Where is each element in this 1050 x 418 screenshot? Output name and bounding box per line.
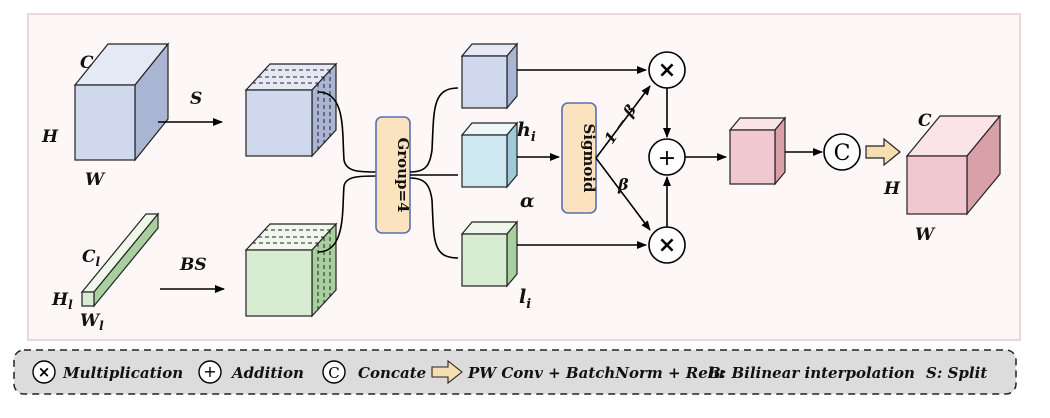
label-h-out: H [883, 179, 901, 199]
label-alpha: α [520, 190, 535, 212]
legend-add-icon [198, 360, 222, 384]
diagram-panel [27, 13, 1021, 341]
label-s: S [190, 89, 202, 109]
legend-box [13, 349, 1017, 395]
distribute-curves [409, 87, 459, 259]
legend-pw-conv: PW Conv + BatchNorm + Relu [467, 364, 725, 382]
arrow-one-minus-beta [595, 85, 651, 159]
legend-multiply-symbol: × [38, 363, 51, 381]
split-lines-blue [252, 69, 331, 149]
multiply-symbol-bottom: × [658, 233, 676, 258]
label-c-out: C [918, 111, 932, 131]
arrow-beta [595, 157, 651, 231]
fused-cube [728, 116, 787, 186]
legend-multiply-icon [32, 360, 56, 384]
label-w-l: Wl [80, 311, 104, 333]
concat-node [823, 133, 861, 171]
legend-concat-symbol: C [328, 364, 339, 382]
pw-conv-arrow [865, 137, 901, 167]
legend-pw-conv-arrow [431, 359, 463, 385]
legend-split: S: Split [926, 364, 987, 382]
merge-curves [317, 91, 377, 253]
cube-alpha [460, 121, 519, 189]
label-h-l: Hl [51, 290, 73, 312]
label-c-l: Cl [82, 247, 101, 269]
label-beta: β [617, 175, 629, 194]
input-block-blue [73, 42, 170, 162]
concat-symbol: C [834, 141, 851, 166]
label-h-top: H [41, 127, 59, 147]
cube-h-i [460, 42, 519, 110]
add-symbol: + [658, 146, 676, 171]
cube-l-i [460, 220, 519, 288]
multiply-symbol-top: × [658, 58, 676, 83]
split-lines-green [252, 229, 331, 309]
label-w-top: W [85, 170, 106, 190]
label-bs: BS [179, 255, 207, 275]
split-block-green [244, 222, 338, 318]
legend-addition: Addition [230, 364, 304, 382]
label-w-out: W [915, 225, 936, 245]
label-c-top: C [80, 53, 94, 73]
legend-concate: Concate [358, 364, 426, 382]
legend-add-symbol: + [203, 362, 216, 381]
split-block-blue [244, 62, 338, 158]
input-block-green [80, 212, 160, 308]
legend-bilinear: B: Bilinear interpolation [707, 364, 915, 382]
sigmoid-label: Sigmoid [580, 123, 598, 193]
output-block [905, 114, 1002, 216]
label-l-i: li [519, 286, 531, 312]
legend-multiplication: Multiplication [62, 364, 183, 382]
label-h-i: hi [517, 119, 536, 145]
group-label: Group=4 [394, 137, 412, 212]
legend-concat-icon [322, 360, 346, 384]
